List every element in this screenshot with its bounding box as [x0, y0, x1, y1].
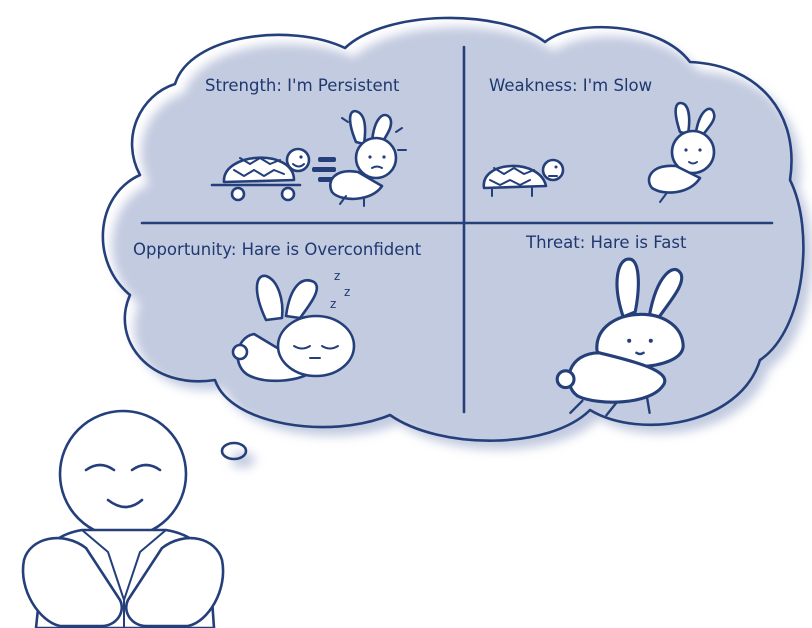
speed-lines-icon: [312, 157, 336, 182]
hare-icon: [231, 274, 356, 383]
hare-icon: [329, 109, 407, 207]
weakness-illustration: [482, 101, 716, 203]
thought-bubble-small: [220, 441, 248, 461]
thought-cloud-icon: [101, 16, 805, 442]
threat-illustration: [555, 257, 685, 417]
opportunity-label: Opportunity: Hare is Overconfident: [133, 240, 422, 259]
threat-label: Threat: Hare is Fast: [525, 233, 687, 252]
tortoise-icon: [210, 147, 311, 202]
svg-text:z: z: [330, 297, 336, 311]
strength-illustration: [210, 109, 407, 207]
weakness-label: Weakness: I'm Slow: [489, 76, 652, 95]
thinker-person-icon: [21, 409, 225, 628]
opportunity-illustration: z z z: [231, 269, 356, 383]
sleep-z-icon: z z z: [330, 269, 350, 311]
svg-text:z: z: [334, 269, 340, 283]
svg-text:z: z: [344, 285, 350, 299]
hare-icon: [647, 101, 716, 203]
tortoise-icon: [482, 158, 565, 197]
strength-label: Strength: I'm Persistent: [205, 76, 400, 95]
